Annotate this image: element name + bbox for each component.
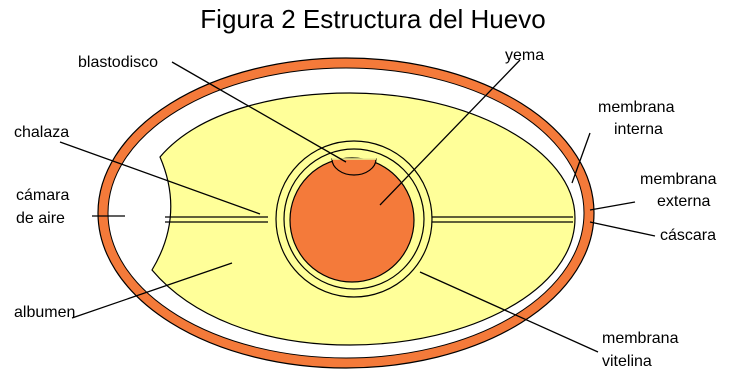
leader-albumen bbox=[71, 262, 233, 319]
label-camara-1: cámara bbox=[16, 187, 69, 204]
label-yema: yema bbox=[505, 47, 544, 64]
diagram-title: Figura 2 Estructura del Huevo bbox=[200, 4, 546, 34]
label-membrana-interna-1: membrana bbox=[598, 99, 675, 116]
label-chalaza: chalaza bbox=[14, 124, 69, 141]
leader-yema bbox=[379, 59, 521, 206]
yolk bbox=[289, 157, 415, 283]
leader-blastodisco bbox=[171, 61, 347, 163]
label-membrana-interna-2: interna bbox=[614, 121, 663, 138]
label-blastodisco: blastodisco bbox=[78, 54, 158, 71]
leader-cascara bbox=[589, 221, 656, 237]
leader-membrana-vitelina bbox=[419, 271, 599, 353]
label-albumen: albumen bbox=[14, 304, 75, 321]
leader-chalaza bbox=[59, 141, 261, 215]
label-cascara: cáscara bbox=[660, 227, 716, 244]
label-camara-2: de aire bbox=[16, 210, 65, 227]
blastodisc bbox=[331, 158, 377, 176]
label-membrana-vitelina-1: membrana bbox=[602, 330, 679, 347]
label-membrana-externa-2: externa bbox=[657, 193, 710, 210]
leader-membrana-externa bbox=[589, 201, 636, 211]
label-membrana-externa-1: membrana bbox=[640, 171, 717, 188]
leader-membrana-interna bbox=[571, 132, 591, 184]
label-membrana-vitelina-2: vitelina bbox=[602, 353, 652, 370]
